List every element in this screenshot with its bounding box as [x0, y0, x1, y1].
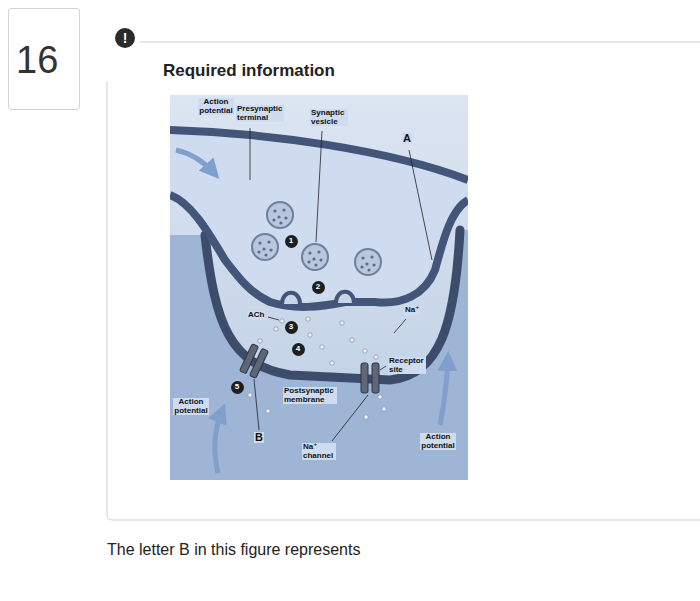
- callout-number-text: 1: [289, 237, 293, 245]
- figure-background: [170, 95, 468, 480]
- fusing-vesicle: [336, 292, 354, 303]
- leader-lines: [250, 128, 432, 441]
- frame-line: [107, 82, 700, 520]
- alert-icon: !: [115, 28, 135, 48]
- letter-label: A: [402, 133, 412, 144]
- part-label: Presynaptic terminal: [236, 105, 284, 122]
- callout-number: 3: [285, 321, 298, 334]
- callout-number: 2: [312, 281, 325, 294]
- question-text: The letter B in this figure represents: [107, 541, 360, 559]
- callout-number-text: 2: [316, 283, 320, 291]
- fusing-vesicle: [282, 293, 300, 304]
- action-potential-label: Action potential: [173, 398, 209, 415]
- part-label: ACh: [247, 311, 265, 320]
- signal-arrow: [176, 150, 214, 173]
- callout-number-text: 3: [289, 323, 293, 331]
- ach-molecules: [248, 317, 386, 419]
- callout-number-circle: [285, 235, 298, 248]
- sodium-channel: [361, 363, 379, 393]
- callout-number-circle: [285, 321, 298, 334]
- vesicle: [267, 202, 293, 228]
- heading: Required information: [163, 61, 335, 81]
- part-label: Postsynaptic membrane: [283, 387, 337, 404]
- presynaptic-membrane: [170, 195, 468, 307]
- callout-number-circle: [292, 343, 305, 356]
- action-potential-label: Action potential: [420, 433, 456, 450]
- callout-number-text: 4: [296, 345, 300, 353]
- callout-number: 5: [231, 381, 244, 394]
- signal-arrow: [440, 359, 448, 425]
- question-number-box: 16: [8, 8, 80, 110]
- part-label: Na⁺ channel: [302, 443, 336, 460]
- presynaptic-terminal: [170, 130, 468, 307]
- question-number: 16: [16, 41, 71, 79]
- presynaptic-membrane: [170, 130, 468, 180]
- signal-arrow: [215, 411, 222, 473]
- callout-number: 1: [285, 235, 298, 248]
- vesicle: [252, 234, 278, 260]
- callout-number: 4: [292, 343, 305, 356]
- callout-number-circle: [231, 381, 244, 394]
- sodium-channel: [240, 344, 269, 379]
- vesicle: [355, 249, 381, 275]
- part-label: Synaptic vesicle: [310, 109, 348, 126]
- vesicle: [302, 244, 328, 270]
- part-label: Receptor site: [388, 357, 426, 374]
- callout-number-circle: [312, 281, 325, 294]
- alert-icon-circle: [115, 28, 135, 48]
- frame-line: [140, 42, 700, 43]
- ion-label: Na⁺: [404, 306, 420, 315]
- alert-icon-text: !: [123, 31, 128, 45]
- letter-label: B: [254, 432, 264, 443]
- action-potential-label: Action potential: [198, 98, 234, 115]
- callout-number-text: 5: [235, 383, 239, 391]
